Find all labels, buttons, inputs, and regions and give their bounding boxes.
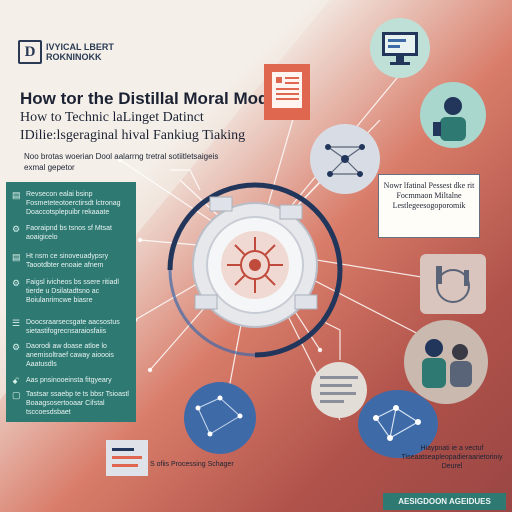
processing-label: S ofiis Processing Schager [150, 461, 234, 468]
subtitle-line-2: IDilie:lsgeraginal hival Fankiug Tiaking [20, 128, 246, 143]
gear-icon: ⚙ [12, 224, 21, 234]
gear-icon: ⚙ [12, 278, 21, 288]
page-title: How tor the Distillal Moral Model [20, 89, 283, 108]
logo-line-1: IVYICAL LBERT [46, 42, 114, 52]
logo-text: IVYICAL LBERT ROKNINOKK [46, 42, 114, 62]
monitor-icon [370, 18, 430, 78]
document-icon [264, 64, 310, 120]
panel-item-text: Faigsl ivicheos bs ssere ritiadl tierde … [26, 279, 119, 304]
gear-icon: ⚙ [12, 342, 21, 352]
panel-item-text: Ht nsm ce sinoveuadypsry Taootdbter enoa… [26, 253, 109, 269]
screen-card-icon [106, 440, 148, 476]
panel-item-text: Faoraipnd bs tsnos sf Mtsat aoaigicelo [26, 225, 112, 241]
square-icon: ▢ [12, 390, 21, 400]
team-icon [404, 320, 488, 404]
text-diagram-icon [311, 362, 367, 418]
right-callout-box: Nowr lfatinal Pessest dke rit Focmmaon M… [378, 174, 480, 238]
panel-item-text: Aas pnsinooeinsta fitgyeary [26, 377, 112, 384]
panel-item-text: Revsecon ealai bsinp Fosmeteteotoerctirs… [26, 191, 121, 216]
logo-line-2: ROKNINOKK [46, 52, 102, 62]
people-icon: ꗃ [12, 376, 20, 386]
intro-blurb: Noo brotas woerian Dool aalarrng tretral… [24, 152, 219, 172]
central-hub-graphic [167, 182, 343, 358]
brand-logo: D IVYICAL LBERT ROKNINOKK [18, 40, 118, 66]
chat-icon: ▤ [12, 190, 21, 200]
panel-item-text: Doocsraarsecsgate aacsostus sietastifogr… [26, 319, 120, 335]
panel-item-text: Tastsar ssaebp te ts bbsr Tsioastl Boaag… [26, 391, 129, 416]
footer-badge: AESIGDOON AGEIDUES [383, 493, 506, 510]
bottom-callout-text: Hiaypnati ie a vectuf Tiseaatseapleopadi… [401, 445, 503, 470]
globe-network-icon [358, 390, 438, 458]
panel-item-text: Daorodi aw doase atloe lo anemisoltraef … [26, 343, 114, 368]
subtitle-line-1: How to Technic laLinget Datinct [20, 110, 204, 125]
list-icon: ☰ [12, 318, 21, 328]
data-sphere-icon [184, 382, 256, 454]
lab-icon [420, 254, 486, 314]
logo-mark: D [18, 40, 42, 64]
person-icon [420, 82, 486, 148]
chat-icon: ▤ [12, 252, 21, 262]
left-info-panel: ▤ Revsecon ealai bsinp Fosmeteteotoercti… [6, 182, 136, 422]
network-icon [310, 124, 380, 194]
